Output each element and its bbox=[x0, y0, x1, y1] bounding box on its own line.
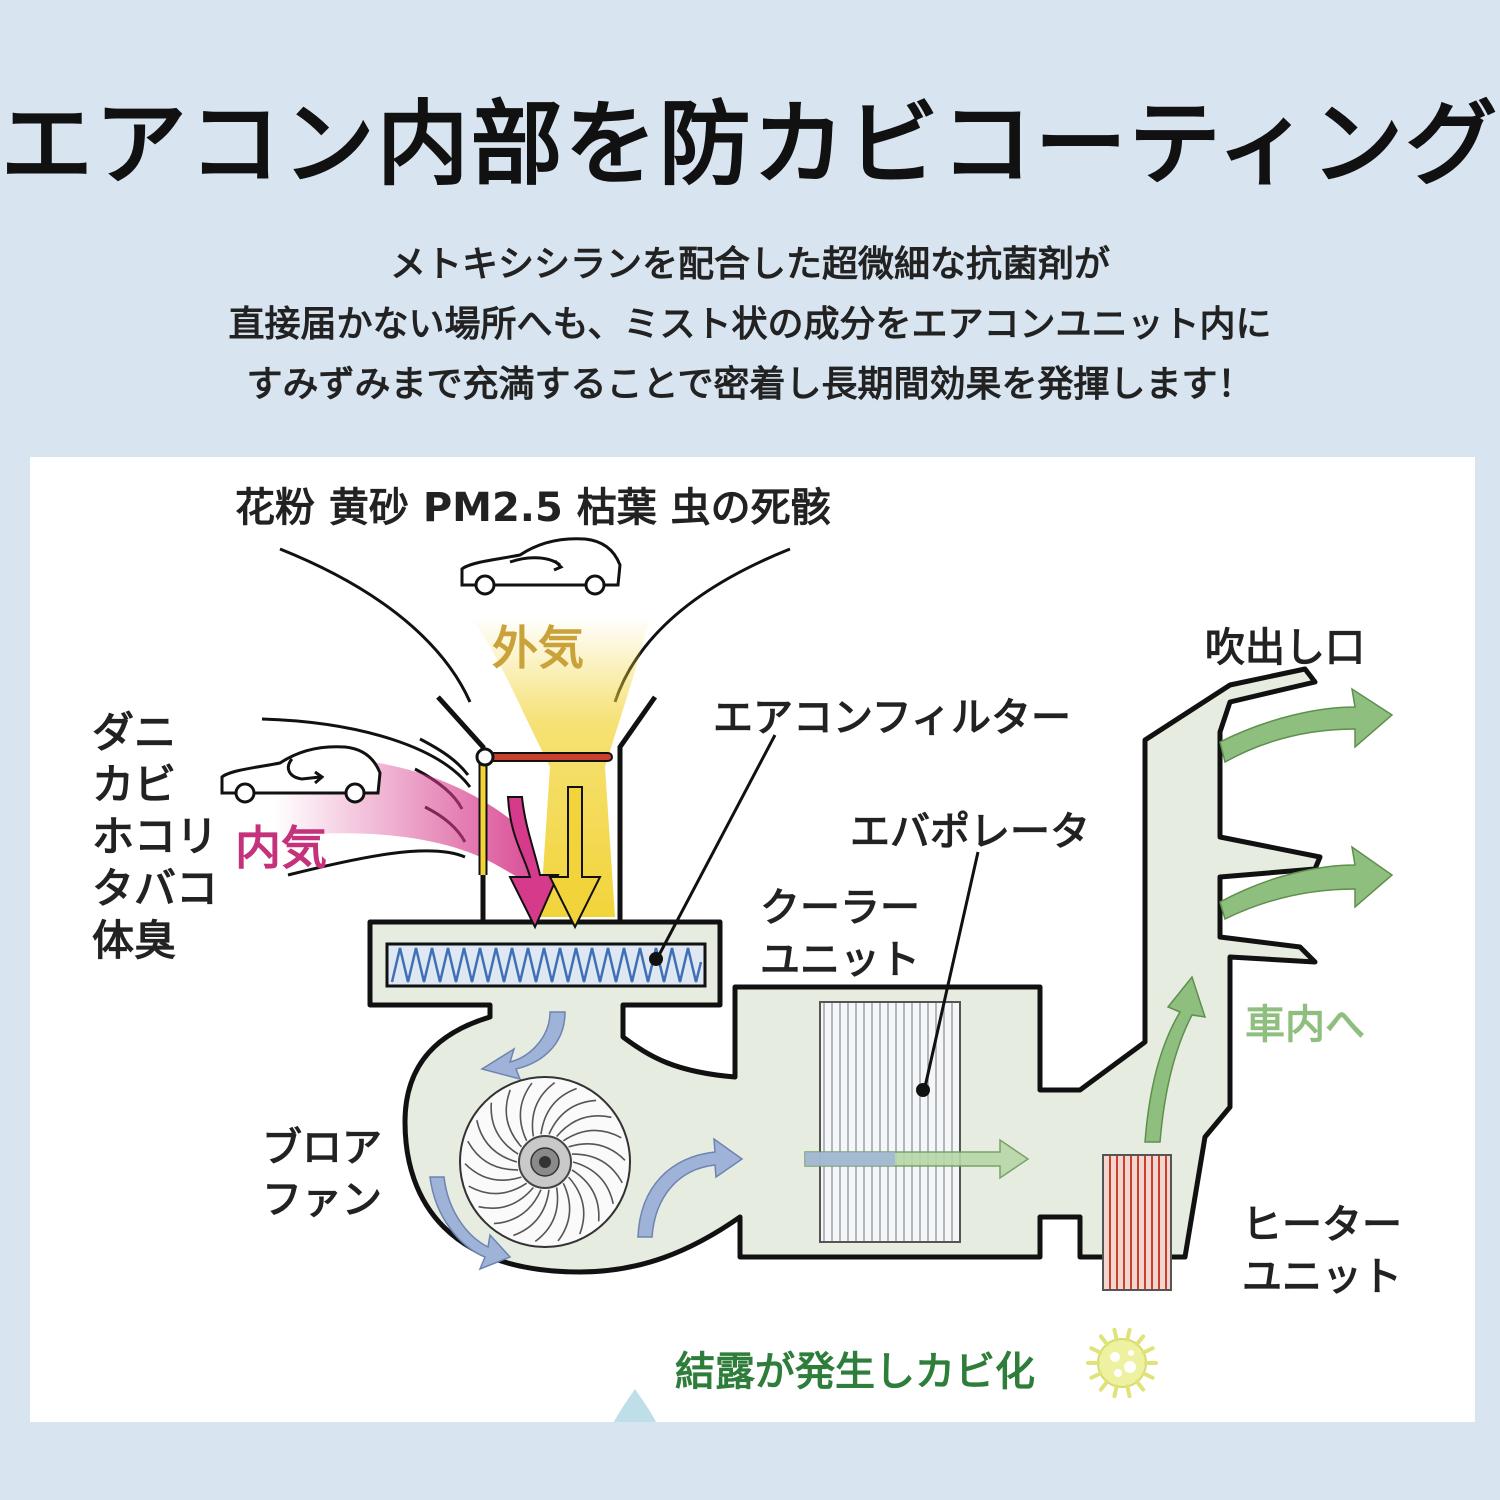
spore-spike bbox=[1098, 1379, 1110, 1392]
cooler-unit-line-1: クーラー bbox=[760, 885, 920, 931]
condensation-note: 結露が発生しカビ化 bbox=[675, 1349, 1035, 1395]
spore-spike bbox=[1134, 1379, 1146, 1392]
spore-spike bbox=[1089, 1346, 1103, 1355]
fan-blade bbox=[493, 1189, 542, 1225]
heater-unit-line-1: ヒーター bbox=[1242, 1202, 1402, 1248]
outside-air-arrow bbox=[548, 786, 602, 930]
outside-pollutants-label: 花粉 黄砂 PM2.5 枯葉 虫の死骸 bbox=[235, 485, 831, 531]
spore-spike bbox=[1134, 1334, 1146, 1347]
water-drop-icon bbox=[614, 1389, 656, 1422]
fan-blade bbox=[478, 1186, 534, 1210]
inside-air-label: 内気 bbox=[235, 821, 327, 875]
heater-unit-label: ヒーター ユニット bbox=[1242, 1199, 1402, 1303]
spore-spike bbox=[1098, 1334, 1110, 1347]
fan-blade bbox=[490, 1102, 519, 1155]
ac-filter-pleats bbox=[390, 947, 703, 983]
pollutant-mites: ダニ bbox=[92, 708, 177, 757]
pollutant-dust: ホコリ bbox=[92, 812, 219, 861]
ac-diagram bbox=[220, 537, 1394, 1422]
outside-airflow-line-left bbox=[279, 547, 472, 703]
intake-guide-1 bbox=[419, 737, 470, 776]
fan-blade bbox=[513, 1189, 550, 1237]
spore-spike bbox=[1089, 1371, 1103, 1380]
through-evaporator-arrow-tail bbox=[805, 1152, 895, 1166]
fan-blade bbox=[531, 1081, 556, 1137]
blower-fan-line-2: ファン bbox=[262, 1177, 382, 1223]
lead-text: メトキシシランを配合した超微細な抗菌剤が 直接届かない場所へも、ミスト状の成分を… bbox=[0, 235, 1500, 415]
car-icon-inside bbox=[220, 745, 382, 804]
fan-blade bbox=[557, 1182, 571, 1242]
fan-blade bbox=[468, 1182, 528, 1195]
inside-pollutants-list: ダニ カビ ホコリ タバコ 体臭 bbox=[92, 707, 218, 967]
fan-blade bbox=[505, 1089, 523, 1148]
spore-spike bbox=[1125, 1384, 1132, 1399]
filter-pointer-dot bbox=[649, 952, 663, 966]
spore-spike bbox=[1112, 1384, 1119, 1399]
cooler-unit-line-2: ユニット bbox=[760, 937, 920, 983]
fan-blade bbox=[534, 1187, 559, 1243]
car-icon-outside bbox=[460, 537, 622, 596]
into-cabin-label: 車内へ bbox=[1245, 1002, 1365, 1048]
fan-blade bbox=[548, 1099, 597, 1135]
damper-pivot bbox=[475, 747, 495, 767]
inside-airflow-line-top bbox=[261, 717, 472, 788]
filter-pointer-line bbox=[656, 734, 777, 958]
lead-line-1: メトキシシランを配合した超微細な抗菌剤が bbox=[389, 244, 1110, 285]
spore-spike bbox=[1141, 1371, 1155, 1380]
blower-fan-icon bbox=[459, 1076, 631, 1248]
blower-fan-line-1: ブロア bbox=[262, 1125, 382, 1171]
heater-to-outlet-arrow bbox=[1144, 975, 1207, 1143]
outside-air-stream bbox=[470, 617, 650, 917]
intake-wall-right bbox=[617, 695, 658, 922]
fan-blade bbox=[568, 1143, 626, 1161]
mold-spore-icon bbox=[1086, 1327, 1158, 1399]
fan-blade bbox=[540, 1087, 577, 1135]
outlet-arrow-upper bbox=[1219, 687, 1394, 764]
blower-fan-label: ブロア ファン bbox=[262, 1122, 382, 1226]
lead-line-3: すみずみまで充満することで密着し長期間効果を発揮します！ bbox=[246, 364, 1254, 405]
outlet-label: 吹出し口 bbox=[1205, 625, 1365, 671]
heater-core bbox=[1102, 1154, 1172, 1291]
ac-filter-label: エアコンフィルター bbox=[713, 695, 1071, 741]
evaporator-label: エバポレータ bbox=[850, 809, 1090, 855]
cooler-unit-label: クーラー ユニット bbox=[760, 882, 920, 986]
fan-blade bbox=[467, 1140, 519, 1171]
spore-spike bbox=[1112, 1327, 1119, 1342]
fan-blade bbox=[562, 1129, 622, 1142]
evaporator-pointer-line bbox=[923, 851, 980, 1088]
blower-circulation-arrow bbox=[429, 1176, 512, 1271]
diagram-panel: 花粉 黄砂 PM2.5 枯葉 虫の死骸 外気 ダニ カビ ホコリ タバコ 体臭 … bbox=[30, 457, 1475, 1422]
filter-to-blower-arrow bbox=[480, 1011, 566, 1081]
inside-air-arrow bbox=[506, 796, 560, 930]
evaporator-pointer-dot bbox=[916, 1083, 930, 1097]
outlet-arrow-lower bbox=[1219, 845, 1394, 921]
fan-blade bbox=[476, 1120, 518, 1163]
pollutant-mold: カビ bbox=[92, 760, 177, 809]
fan-blade bbox=[556, 1114, 612, 1138]
outside-air-label: 外気 bbox=[492, 621, 584, 675]
spore-spike bbox=[1141, 1346, 1155, 1355]
pollutant-tobacco: タバコ bbox=[92, 864, 219, 913]
fan-blade bbox=[464, 1163, 522, 1181]
fan-blade bbox=[567, 1176, 585, 1235]
spore-spike bbox=[1125, 1327, 1132, 1342]
fan-blade bbox=[571, 1153, 623, 1184]
pollutant-body-odor: 体臭 bbox=[92, 916, 177, 965]
inside-airflow-line-bottom bbox=[287, 849, 466, 877]
heater-unit-line-2: ユニット bbox=[1242, 1254, 1402, 1300]
evaporator-core bbox=[819, 1001, 961, 1243]
fan-blade bbox=[572, 1161, 614, 1204]
page-title: エアコン内部を防カビコーティング bbox=[0, 91, 1500, 198]
fan-blade bbox=[519, 1082, 533, 1142]
blower-to-cooler-arrow bbox=[637, 1137, 744, 1238]
lead-line-2: 直接届かない場所へも、ミスト状の成分をエアコンユニット内に bbox=[228, 304, 1272, 345]
fan-blade bbox=[571, 1169, 600, 1222]
